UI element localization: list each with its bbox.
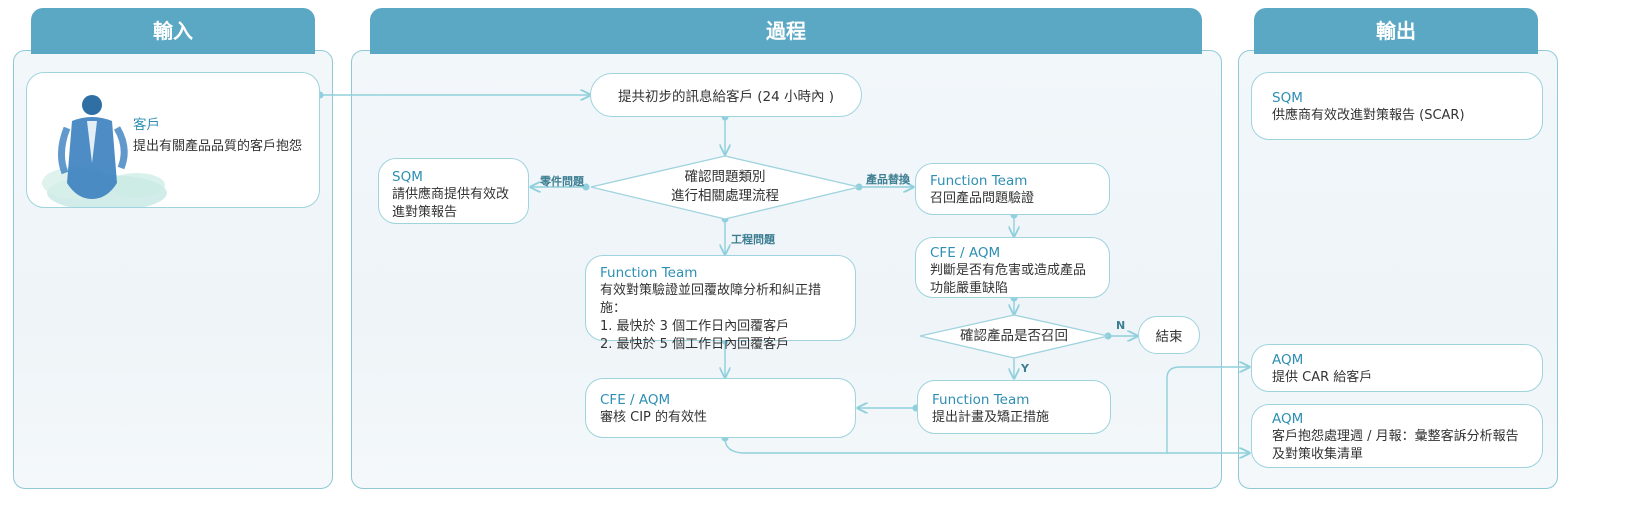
cfe-cip-body: 審核 CIP 的有效性 [600,410,708,425]
ft-plan-title: Function Team [932,392,1030,408]
label-engineering-issue: 工程問題 [731,233,775,246]
sqm-body: 請供應商提供有效改進對策報告 [392,187,510,220]
cfe-judge-title: CFE / AQM [930,245,1001,261]
ft-verify-line3: 2. 最快於 5 個工作日內回覆客戶 [600,337,790,352]
output-report-box: AQM 客戶抱怨處理週 / 月報：彙整客訴分析報告及對策收集清單 [1251,404,1543,468]
report-body: 客戶抱怨處理週 / 月報：彙整客訴分析報告及對策收集清單 [1272,429,1519,462]
classify-decision-text: 確認問題類別 進行相關處理流程 [640,168,810,206]
ft-recall-box: Function Team 召回產品問題驗證 [915,163,1110,215]
input-header: 輸入 [31,8,315,54]
ft-verify-title: Function Team [600,265,698,281]
ft-recall-body: 召回產品問題驗證 [930,191,1035,206]
ft-plan-box: Function Team 提出計畫及矯正措施 [917,380,1111,434]
report-title: AQM [1272,411,1304,427]
classify-decision-diamond [590,155,860,220]
scar-title: SQM [1272,90,1303,106]
ft-verify-box: Function Team 有效對策驗證並回覆故障分析和糾正措施： 1. 最快於… [585,255,856,352]
sqm-supplier-box: SQM 請供應商提供有效改進對策報告 [378,158,529,224]
ft-plan-body: 提出計畫及矯正措施 [932,410,1050,425]
output-header: 輸出 [1254,8,1538,54]
customer-card: 客戶 提出有關產品品質的客戶抱怨 [26,72,320,208]
cfe-aqm-judge-box: CFE / AQM 判斷是否有危害或造成產品功能嚴重缺陷 [915,237,1110,298]
businessman-watercolor-icon [42,95,167,207]
cfe-judge-body: 判斷是否有危害或造成產品功能嚴重缺陷 [930,263,1087,296]
car-title: AQM [1272,352,1304,368]
classify-line1: 確認問題類別 [684,169,766,185]
connector-branch-to-car [1166,367,1249,453]
cfe-aqm-cip-box: CFE / AQM 審核 CIP 的有效性 [585,378,856,438]
output-car-box: AQM 提供 CAR 給客戶 [1251,344,1543,392]
scar-body: 供應商有效改進對策報告 (SCAR) [1272,108,1465,123]
customer-body: 提出有關產品品質的客戶抱怨 [133,139,303,154]
label-yes: Y [1021,362,1029,375]
end-box: 結束 [1138,316,1200,354]
recall-decision-diamond [919,314,1109,359]
classify-line2: 進行相關處理流程 [671,188,779,204]
recall-decision-text: 確認產品是否召回 [960,328,1068,344]
ft-verify-line2: 1. 最快於 3 個工作日內回覆客戶 [600,319,790,334]
ft-verify-line1: 有效對策驗證並回覆故障分析和糾正措施： [600,283,822,316]
label-product-replacement: 產品替換 [866,173,910,186]
initial-info-box: 提共初步的訊息給客戶 (24 小時內 ) [590,73,862,117]
ft-recall-title: Function Team [930,173,1028,189]
label-no: N [1116,319,1126,332]
customer-title: 客戶 [133,117,160,133]
car-body: 提供 CAR 給客戶 [1272,370,1373,385]
connector-cip-to-outputs [724,437,1249,453]
sqm-title: SQM [392,169,423,185]
output-scar-box: SQM 供應商有效改進對策報告 (SCAR) [1251,72,1543,140]
label-parts-issue: 零件問題 [540,175,584,188]
cfe-cip-title: CFE / AQM [600,392,671,408]
process-header: 過程 [370,8,1202,54]
